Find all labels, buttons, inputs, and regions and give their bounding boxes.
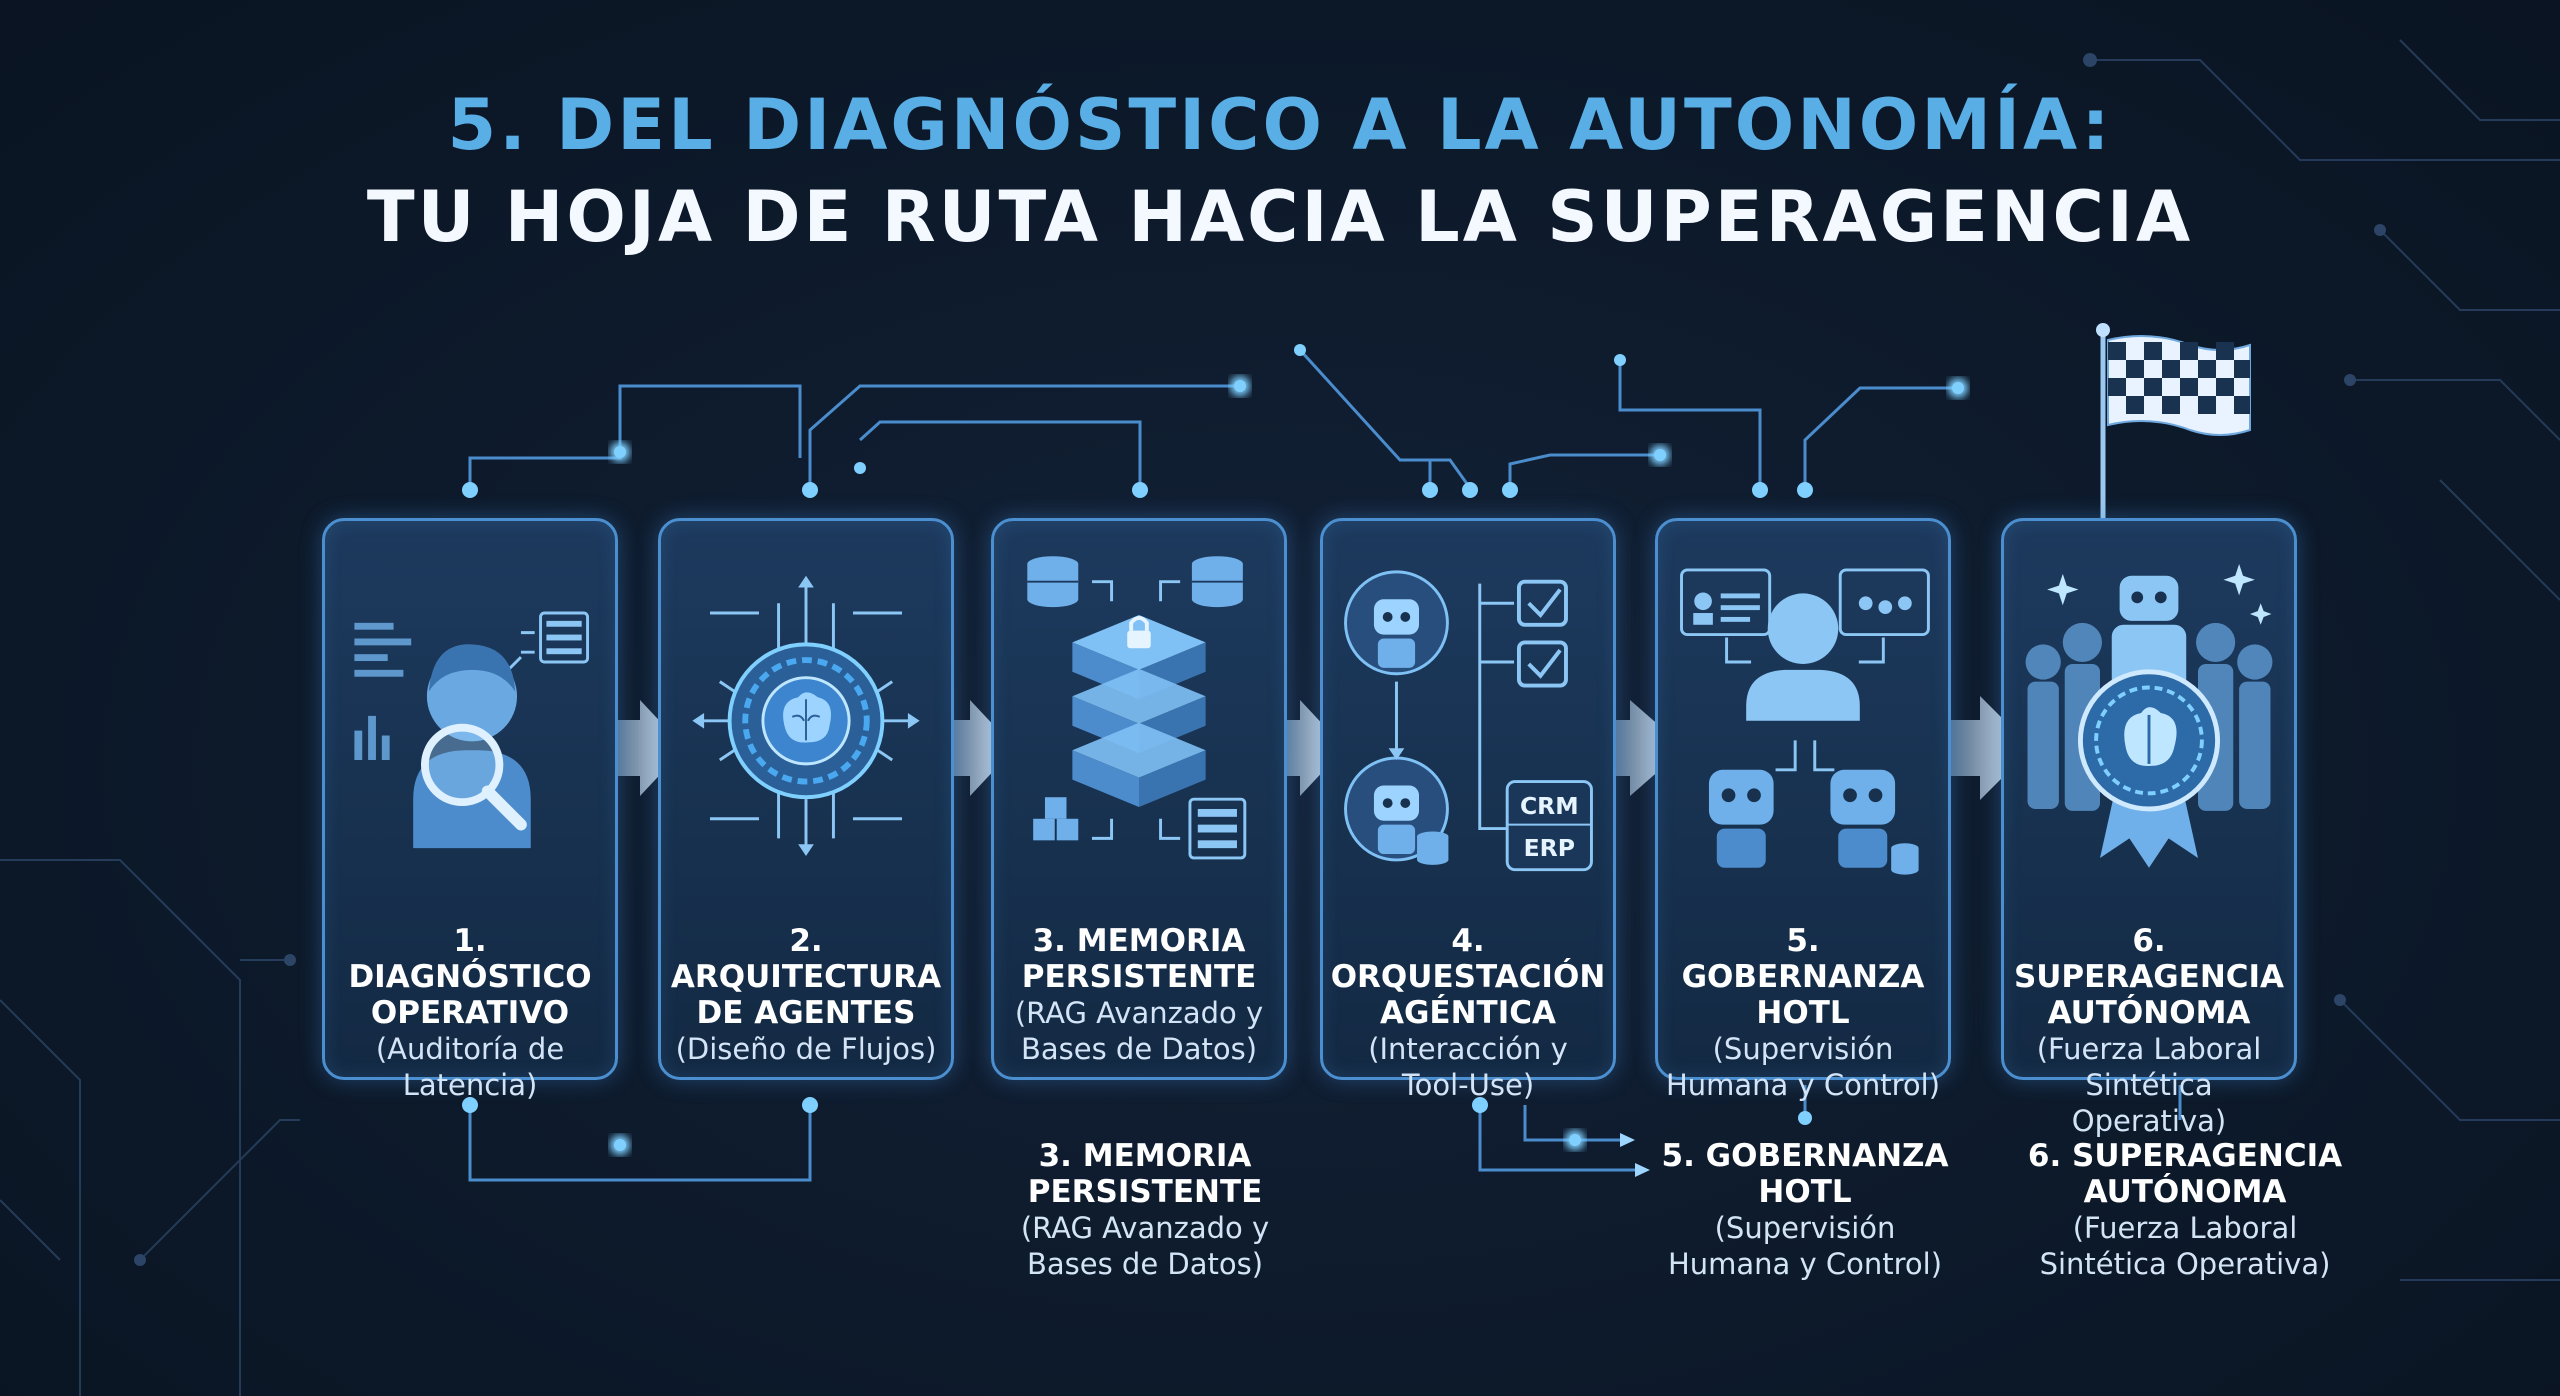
erp-tag: ERP <box>1524 834 1575 862</box>
crm-tag: CRM <box>1520 792 1579 820</box>
step-card-arquitectura: 2. ARQUITECTURA DE AGENTES (Diseño de Fl… <box>658 518 954 1080</box>
step-description: (RAG Avanzado y Bases de Datos) <box>1014 996 1264 1066</box>
lower-label-description: (Fuerza Laboral Sintética Operativa) <box>2039 1211 2331 1281</box>
step-title: 4. ORQUESTACIÓN AGÉNTICA <box>1330 923 1606 1031</box>
step-title: 1. DIAGNÓSTICO OPERATIVO <box>348 923 592 1031</box>
person-magnifier-icon <box>354 611 590 849</box>
page-subtitle: TU HOJA DE RUTA HACIA LA SUPERAGENCIA <box>366 176 2194 258</box>
lower-label-title: 6. SUPERAGENCIA AUTÓNOMA <box>2027 1138 2343 1210</box>
step-title: 5. GOBERNANZA HOTL <box>1681 923 1925 1031</box>
step-description: (Interacción y Tool-Use) <box>1368 1032 1568 1102</box>
robot-team-badge-icon <box>2025 564 2273 868</box>
step-card-gobernanza: 5. GOBERNANZA HOTL (Supervisión Humana y… <box>1655 518 1951 1102</box>
lower-label-title: 5. GOBERNANZA HOTL <box>1661 1138 1949 1210</box>
step-description: (Fuerza Laboral Sintética Operativa) <box>2036 1032 2262 1138</box>
lower-label-title: 3. MEMORIA PERSISTENTE <box>1027 1138 1263 1210</box>
brain-chip-icon <box>692 575 920 856</box>
lower-label-description: (Supervisión Humana y Control) <box>1667 1211 1943 1281</box>
step-description: (Supervisión Humana y Control) <box>1665 1032 1941 1102</box>
lower-label-superagencia: 6. SUPERAGENCIA AUTÓNOMA (Fuerza Laboral… <box>2025 1138 2345 1282</box>
step-card-superagencia: 6. SUPERAGENCIA AUTÓNOMA (Fuerza Laboral… <box>2001 518 2297 1138</box>
step-card-orquestacion: CRM ERP 4. ORQUESTACIÓN AGÉNTICA (Intera… <box>1320 518 1616 1102</box>
lower-label-gobernanza: 5. GOBERNANZA HOTL (Supervisión Humana y… <box>1645 1138 1965 1282</box>
robot-workflow-icon: CRM ERP <box>1344 570 1593 872</box>
lower-label-memoria: 3. MEMORIA PERSISTENTE (RAG Avanzado y B… <box>985 1138 1305 1282</box>
page-title: 5. DEL DIAGNÓSTICO A LA AUTONOMÍA: <box>447 84 2113 166</box>
step-card-diagnostico: 1. DIAGNÓSTICO OPERATIVO (Auditoría de L… <box>322 518 618 1102</box>
step-title: 3. MEMORIA PERSISTENTE <box>1021 923 1257 995</box>
step-description: (Auditoría de Latencia) <box>375 1032 565 1102</box>
step-title: 6. SUPERAGENCIA AUTÓNOMA <box>2013 923 2285 1031</box>
database-stack-icon <box>1027 556 1247 860</box>
step-description: (Diseño de Flujos) <box>675 1032 937 1066</box>
step-card-memoria: 3. MEMORIA PERSISTENTE (RAG Avanzado y B… <box>991 518 1287 1080</box>
human-supervisor-icon <box>1680 568 1930 875</box>
lower-label-description: (RAG Avanzado y Bases de Datos) <box>1020 1211 1270 1281</box>
step-title: 2. ARQUITECTURA DE AGENTES <box>670 923 942 1031</box>
